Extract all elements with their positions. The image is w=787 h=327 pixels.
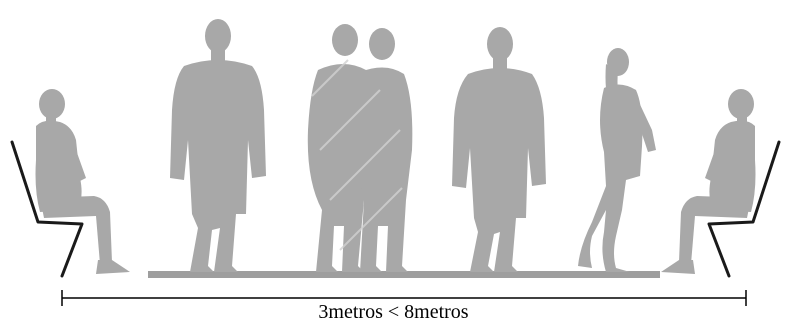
seated-person-left [10, 89, 130, 278]
couple-standing [307, 24, 413, 272]
distance-caption: 3metros < 8metros [318, 301, 469, 323]
chair-left [10, 140, 84, 278]
chair-right [707, 140, 781, 278]
standing-man-2 [452, 27, 546, 272]
standing-man-1 [170, 19, 266, 272]
floor-strip [148, 271, 660, 278]
walking-woman [578, 48, 656, 272]
seated-person-right [661, 89, 781, 278]
dimension-line [61, 290, 747, 306]
